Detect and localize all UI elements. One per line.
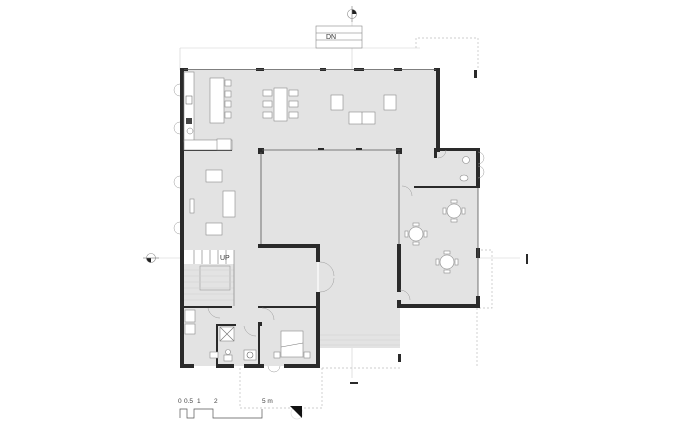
courtyard-lines xyxy=(318,334,400,346)
svg-text:0: 0 xyxy=(178,398,182,405)
dashed-outline xyxy=(239,37,493,409)
scale-bar: 0 0.5 1 2 5 m xyxy=(178,398,273,419)
svg-text:1: 1 xyxy=(197,398,201,405)
entry-stair: DN xyxy=(315,25,363,49)
section-marker-top xyxy=(347,6,357,22)
table-3 xyxy=(435,250,459,274)
table-2 xyxy=(404,222,428,246)
wc xyxy=(459,151,485,182)
lounge-seating xyxy=(189,169,236,236)
north-arrow-icon xyxy=(290,406,304,420)
bedroom xyxy=(261,307,311,373)
svg-text:5 m: 5 m xyxy=(262,398,273,405)
pavilion-tables xyxy=(404,199,466,274)
bathroom-1 xyxy=(184,307,221,359)
stair-down-label: DN xyxy=(326,34,336,41)
stair-up-label: UP xyxy=(220,255,230,262)
svg-text:2: 2 xyxy=(214,398,218,405)
interior-stair: UP xyxy=(184,250,235,306)
table-1 xyxy=(442,199,466,223)
courtyard-doors xyxy=(317,149,447,301)
kitchen xyxy=(173,71,233,235)
walls xyxy=(180,68,528,384)
living-seating xyxy=(330,94,397,125)
dining-table xyxy=(262,87,299,122)
shower-room xyxy=(219,325,257,362)
svg-text:0.5: 0.5 xyxy=(184,398,193,405)
section-marker-left xyxy=(143,253,159,263)
